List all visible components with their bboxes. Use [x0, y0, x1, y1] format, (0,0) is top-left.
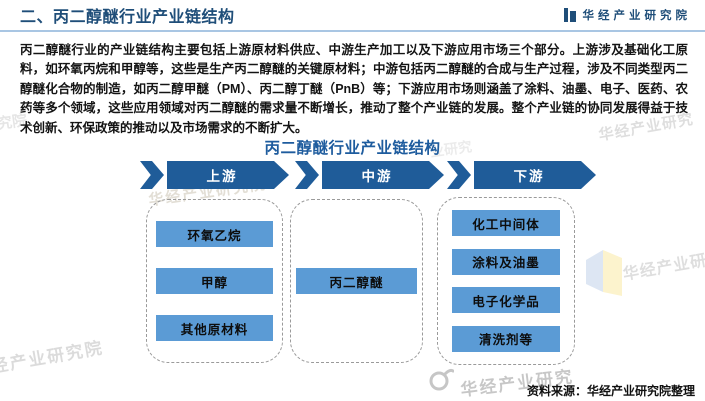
downstream-group: 化工中间体 涂料及油墨 电子化学品 清洗剂等	[437, 197, 575, 365]
midstream-group: 丙二醇醚	[290, 199, 423, 363]
watermark-text: 经产业研究院	[0, 338, 106, 377]
logo-text: 华经产业研究院	[582, 10, 691, 22]
brand-logo: 华经产业研究院	[563, 7, 692, 23]
chain-node: 甲醇	[156, 268, 273, 294]
stage-header-midstream: 中游	[295, 161, 444, 189]
chain-node: 清洗剂等	[452, 325, 560, 352]
chevron-right-icon	[140, 161, 164, 189]
stage-header-downstream: 下游	[447, 161, 596, 189]
chain-node: 涂料及油墨	[452, 248, 560, 275]
chain-node: 化工中间体	[452, 210, 560, 237]
stage-label: 上游	[167, 161, 289, 189]
chain-node: 其他原材料	[156, 315, 273, 341]
diagram-title: 丙二醇醚行业产业链结构	[264, 140, 441, 157]
stage-header-upstream: 上游	[140, 161, 289, 189]
page-title: 二、丙二醇醚行业产业链结构	[20, 9, 235, 26]
intro-paragraph: 丙二醇醚行业的产业链结构主要包括上游原材料供应、中游生产加工以及下游应用市场三个…	[20, 43, 688, 135]
chain-node: 丙二醇醚	[296, 268, 417, 294]
watermark-swirl-icon	[424, 367, 455, 398]
header-bar: 二、丙二醇醚行业产业链结构 华经产业研究院	[0, 0, 705, 32]
upstream-group: 环氧乙烷 甲醇 其他原材料	[146, 199, 283, 363]
chain-node: 环氧乙烷	[156, 221, 273, 247]
logo-bars-icon	[563, 8, 576, 22]
stage-label: 下游	[474, 161, 596, 189]
watermark-text: 华经产业研究	[621, 249, 705, 284]
chain-node: 电子化学品	[452, 287, 560, 314]
stage-label: 中游	[322, 161, 444, 189]
chevron-right-icon	[295, 161, 319, 189]
watermark-flag-logo-icon	[586, 246, 626, 301]
chevron-right-icon	[447, 161, 471, 189]
source-note: 资料来源：华经产业研究院整理	[526, 384, 695, 398]
